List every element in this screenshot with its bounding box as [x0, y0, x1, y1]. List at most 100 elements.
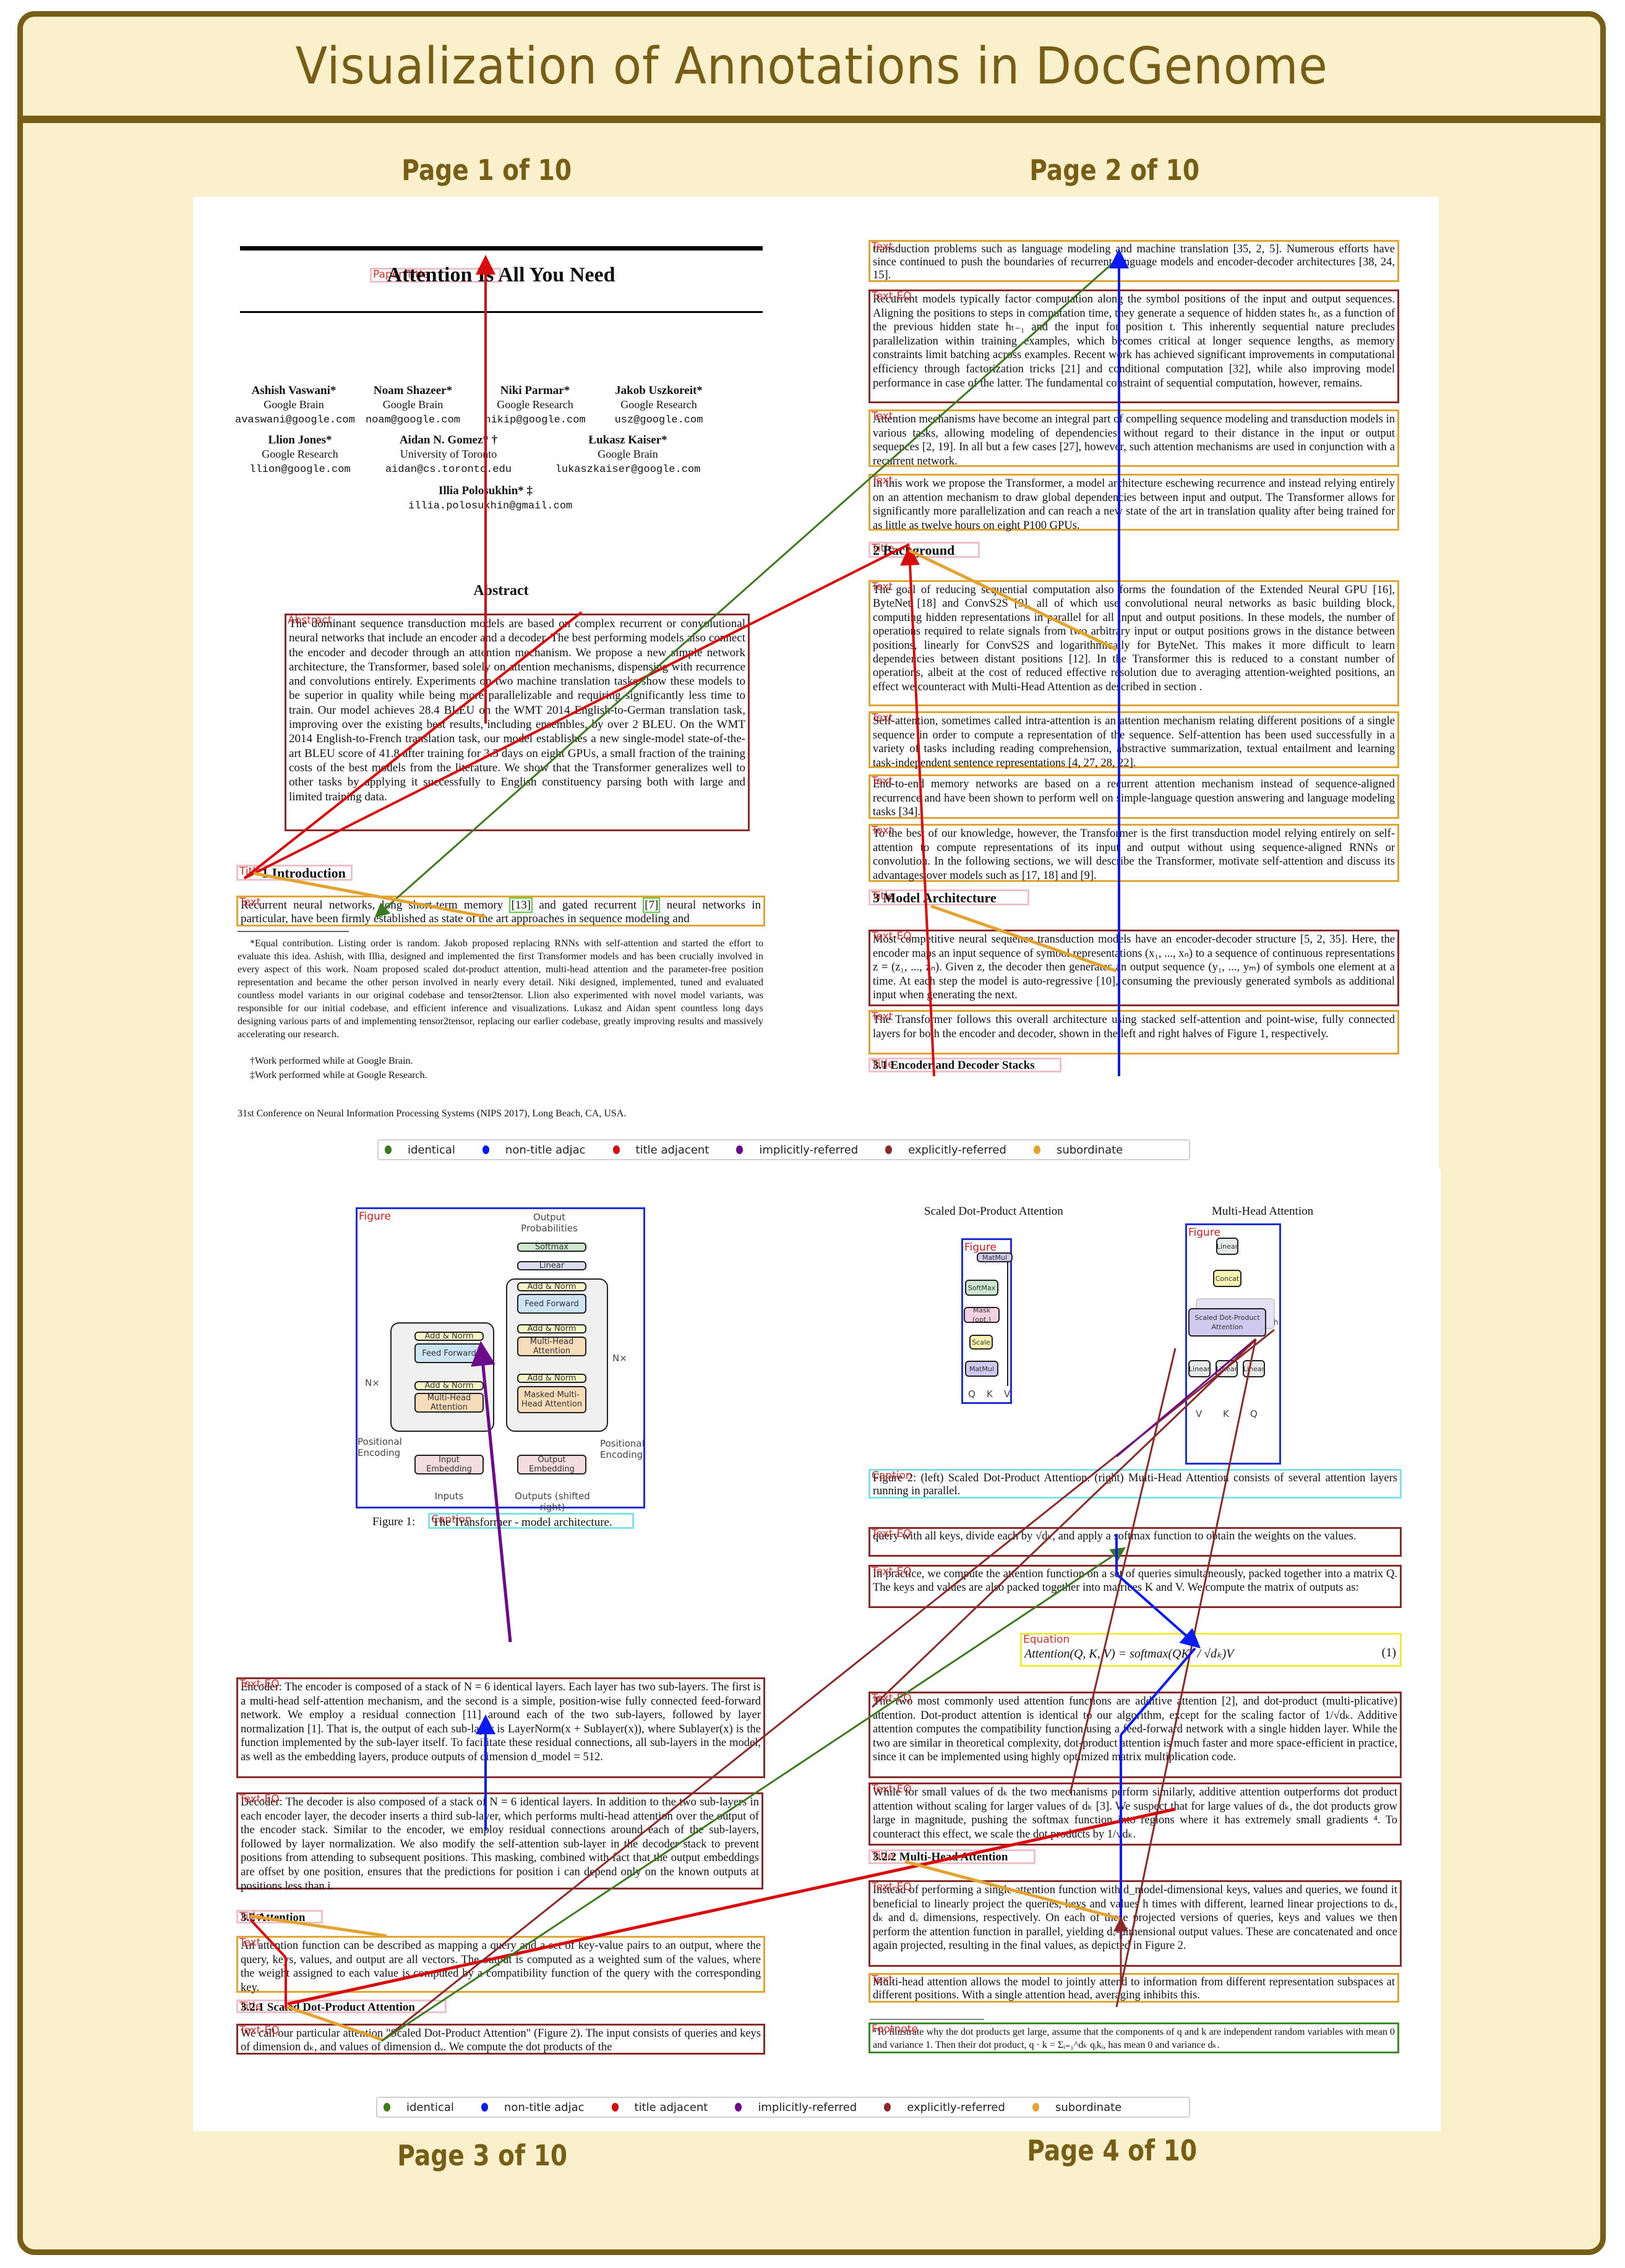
attention-text[interactable]: Text An attention function can be descri…	[236, 1936, 765, 1994]
text-block[interactable]: Text Self-attention, sometimes called in…	[868, 711, 1399, 769]
citation-link[interactable]: [7]	[643, 897, 661, 913]
k-label: K	[1223, 1408, 1229, 1419]
figure-sdpa[interactable]: Figure MatMul SoftMax Mask (opt.) Scale …	[961, 1238, 1013, 1404]
tag-label: Text	[239, 1936, 261, 1949]
tag-label: Title	[239, 865, 262, 878]
text-eq-block[interactable]: Text-EQ Most competitive neural sequence…	[868, 930, 1399, 1006]
footnote-rule	[870, 2019, 984, 2020]
section-title-background[interactable]: Title 2 Background	[868, 542, 980, 558]
output-embedding-block: Output Embedding	[517, 1455, 586, 1474]
paragraph: Multi-head attention allows the model to…	[873, 1976, 1395, 2001]
dot-icon	[385, 1145, 392, 1154]
page-title: Visualization of Annotations in DocGenom…	[295, 36, 1328, 96]
tag-label: Text	[872, 824, 893, 837]
page-4: Scaled Dot-Product Attention Multi-Head …	[868, 1200, 1402, 2066]
legend-item-non-title-adjac: non-title adjac	[481, 2101, 585, 2114]
multi-head-attention-block: Multi-Head Attention	[414, 1393, 484, 1413]
text-eq-block[interactable]: Text-EQ Instead of performing a single a…	[868, 1880, 1402, 1967]
tag-label: Figure	[1188, 1226, 1220, 1239]
dot-icon	[735, 2103, 742, 2112]
text-eq-block[interactable]: Text-EQ query with all keys, divide each…	[868, 1527, 1402, 1557]
text-eq-block[interactable]: Text-EQ While for small values of dₖ the…	[868, 1782, 1402, 1846]
figure-1-caption[interactable]: Caption The Transformer - model architec…	[428, 1513, 634, 1529]
tag-label: Text-EQ	[872, 1783, 912, 1795]
tag-label: Text	[239, 896, 261, 909]
equation-1[interactable]: Equation Attention(Q, K, V) = softmax(QK…	[1020, 1633, 1402, 1667]
section-heading: 2 Background	[873, 542, 955, 558]
add-norm-block: Add & Norm	[414, 1332, 484, 1341]
text-block[interactable]: Text transduction problems such as langu…	[868, 240, 1399, 282]
citation-link[interactable]: [13]	[509, 897, 533, 913]
paper-title: Attention Is All You Need	[387, 263, 615, 286]
tag-label: Text-EQ	[872, 1528, 912, 1540]
legend-item-title-adjacent: title adjacent	[612, 1144, 709, 1157]
text-block[interactable]: Text To the best of our knowledge, howev…	[868, 824, 1399, 882]
tag-label: Text	[872, 1974, 893, 1986]
tag-label: Text	[872, 410, 893, 422]
legend-bottom: identical non-title adjac title adjacent…	[376, 2097, 1190, 2118]
section-title-attention[interactable]: Title 3.2 Attention	[236, 1910, 323, 1924]
paragraph: Most competitive neural sequence transdu…	[873, 933, 1395, 1001]
caption-text: Figure 2: (left) Scaled Dot-Product Atte…	[873, 1472, 1397, 1497]
text-block[interactable]: Text Multi-head attention allows the mod…	[868, 1973, 1399, 2003]
dot-icon	[736, 1145, 744, 1154]
feed-forward-block: Feed Forward	[517, 1294, 586, 1314]
legend-item-non-title-adjac: non-title adjac	[482, 1144, 586, 1157]
legend-item-subordinate: subordinate	[1032, 2101, 1121, 2114]
legend-item-implicitly-referred: implicitly-referred	[736, 1144, 858, 1157]
figure-mha[interactable]: Figure Linear Concat Scaled Dot-Product …	[1185, 1223, 1281, 1465]
softmax-block: Softmax	[517, 1243, 586, 1252]
mask-block: Mask (opt.)	[964, 1306, 1000, 1324]
section-title-sdpa[interactable]: Title 3.2.1 Scaled Dot-Product Attention	[236, 2000, 447, 2014]
decoder-text-eq[interactable]: Text-EQ Decoder: The decoder is also com…	[236, 1792, 763, 1893]
section-title-introduction[interactable]: Title 1 Introduction	[236, 865, 353, 881]
legend-item-title-adjacent: title adjacent	[611, 2101, 708, 2114]
positional-encoding-label: Positional Encoding	[358, 1436, 402, 1458]
dot-icon	[1033, 1145, 1040, 1154]
author-8: Illia Polosukhin* ‡illia.polosukhin@gmai…	[408, 484, 573, 512]
section-title-encoder-decoder[interactable]: Title 3.1 Encoder and Decoder Stacks	[868, 1058, 1061, 1072]
section-title-model-architecture[interactable]: Title 3 Model Architecture	[868, 889, 1029, 905]
tag-label: Equation	[1023, 1633, 1070, 1646]
legend-item-identical: identical	[385, 1144, 455, 1157]
text-eq-block[interactable]: Text-EQ Recurrent models typically facto…	[868, 289, 1399, 403]
v-arrow	[1007, 1262, 1008, 1386]
text-eq-block[interactable]: Text-EQ The two most commonly used atten…	[868, 1692, 1402, 1778]
abstract-box[interactable]: Abstract The dominant sequence transduct…	[285, 614, 750, 831]
h-label: h	[1274, 1318, 1279, 1327]
text-block[interactable]: Text In this work we propose the Transfo…	[868, 474, 1399, 532]
section-title-multi-head-attention[interactable]: Title 3.2.2 Multi-Head Attention	[868, 1849, 1035, 1864]
paragraph: Self-attention, sometimes called intra-a…	[873, 715, 1395, 769]
figure-2-caption[interactable]: Caption Figure 2: (left) Scaled Dot-Prod…	[868, 1469, 1402, 1499]
footnote-rule	[238, 931, 349, 932]
sdpa-text-eq[interactable]: Text-EQ We call our particular attention…	[236, 2024, 765, 2055]
intro-text-box[interactable]: Text Recurrent neural networks, long sho…	[236, 896, 765, 926]
linear-block: Linear	[1188, 1360, 1211, 1377]
multi-head-attention-block: Multi-Head Attention	[517, 1337, 586, 1356]
dot-icon	[611, 2103, 619, 2112]
text-block[interactable]: Text The Transformer follows this overal…	[868, 1010, 1399, 1055]
feed-forward-block: Feed Forward	[414, 1343, 484, 1363]
encoder-text-eq[interactable]: Text-EQ Encoder: The encoder is composed…	[236, 1677, 765, 1778]
equation-number: (1)	[1381, 1646, 1396, 1659]
text-eq-block[interactable]: Text-EQ In practice, we compute the atte…	[868, 1565, 1402, 1608]
tag-label: Text	[872, 474, 893, 487]
section-heading: 1 Introduction	[262, 865, 346, 881]
text-block[interactable]: Text The goal of reducing sequential com…	[868, 580, 1399, 706]
dot-icon	[612, 1145, 620, 1154]
footnote-block[interactable]: Footnote ⁴To illustrate why the dot prod…	[868, 2022, 1399, 2053]
add-norm-block: Add & Norm	[414, 1381, 484, 1390]
nx-label: N×	[365, 1377, 380, 1389]
softmax-block: SoftMax	[965, 1280, 998, 1296]
text-block[interactable]: Text End-to-end memory networks are base…	[868, 774, 1399, 819]
paragraph: Encoder: The encoder is composed of a st…	[241, 1681, 761, 1763]
figure-1-transformer[interactable]: Figure Output Probabilities Softmax Line…	[356, 1207, 645, 1513]
v-label: V	[1196, 1408, 1203, 1419]
text-block[interactable]: Text Attention mechanisms have become an…	[868, 409, 1399, 468]
title-bar: Visualization of Annotations in DocGenom…	[23, 17, 1600, 123]
matmul-block: MatMul	[977, 1252, 1013, 1262]
matmul-block: MatMul	[965, 1361, 998, 1377]
paragraph: The goal of reducing sequential computat…	[873, 584, 1395, 693]
